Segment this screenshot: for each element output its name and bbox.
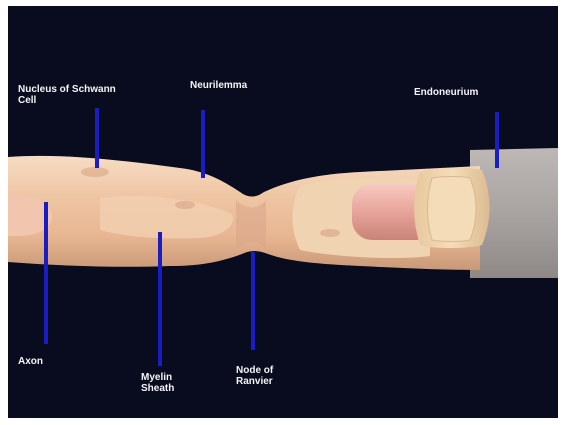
label-axon: Axon xyxy=(18,356,43,367)
label-node-of-ranvier: Node of Ranvier xyxy=(236,365,273,387)
label-myelin-sheath: Myelin Sheath xyxy=(141,372,174,394)
label-endoneurium: Endoneurium xyxy=(414,87,478,98)
schwann-nucleus-3 xyxy=(320,229,340,237)
endoneurium-ring-inner xyxy=(428,177,477,242)
label-nucleus-of-schwann-cell: Nucleus of Schwann Cell xyxy=(18,84,116,106)
label-neurilemma: Neurilemma xyxy=(190,80,247,91)
schwann-nucleus-2 xyxy=(175,201,195,209)
schwann-nucleus xyxy=(81,167,109,177)
